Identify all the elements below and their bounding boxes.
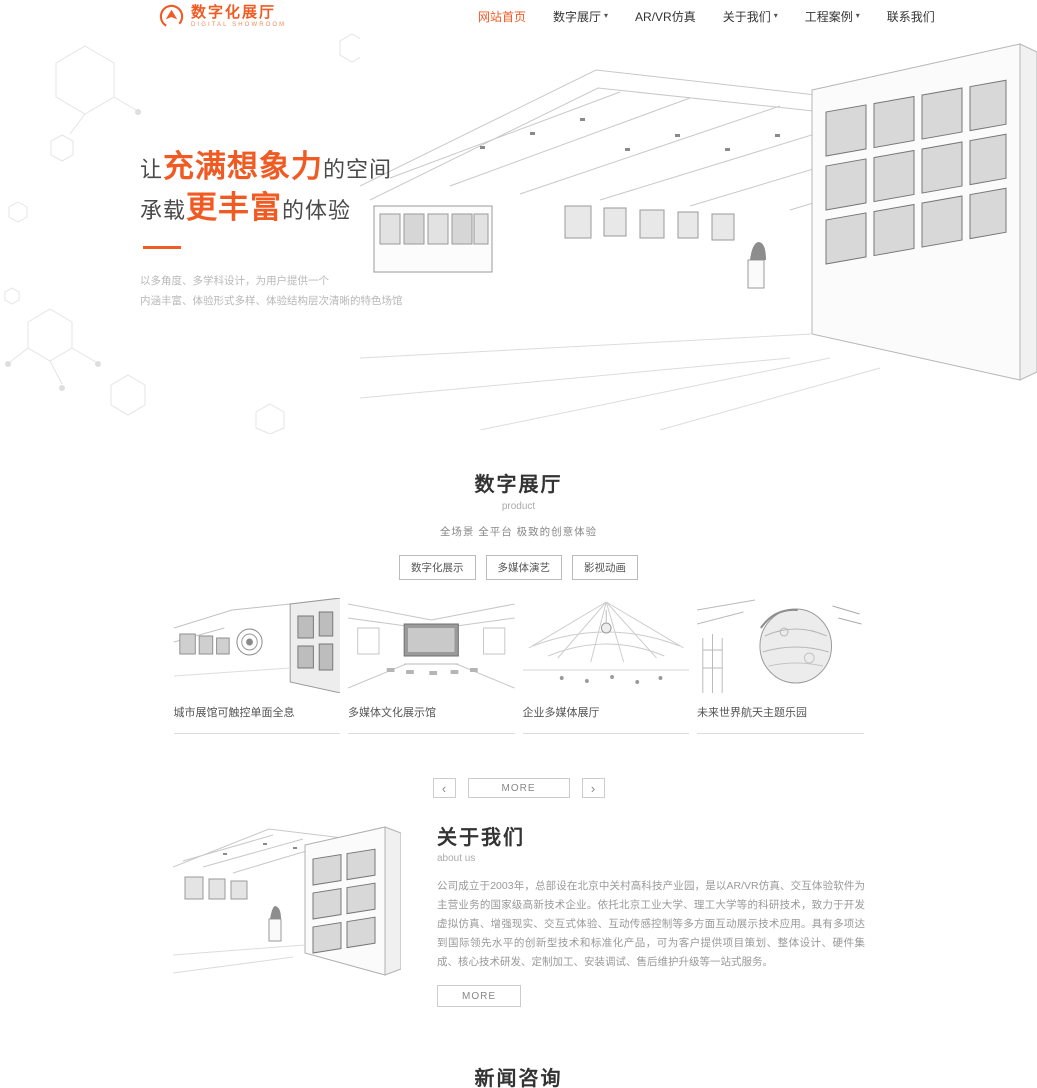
prev-arrow-icon[interactable]: ‹ xyxy=(432,778,456,798)
section-tagline: 全场景 全平台 极致的创意体验 xyxy=(439,526,598,538)
nav-label: 联系我们 xyxy=(886,9,935,24)
card-divider xyxy=(348,733,515,734)
nav-item-cases[interactable]: 工程案例 ▾ xyxy=(805,8,860,25)
logo-subtitle: DIGITAL SHOWROOM xyxy=(191,22,287,28)
next-arrow-icon[interactable]: › xyxy=(581,778,605,798)
nav-item-digital-hall[interactable]: 数字展厅 ▾ xyxy=(553,8,608,25)
hero-description: 以多角度、多学科设计，为用户提供一个 内涵丰富、体验形式多样、体验结构层次清晰的… xyxy=(140,275,403,307)
exhibit-card-caption: 城市展馆可触控单面全息 xyxy=(173,707,295,719)
nav-item-contact[interactable]: 联系我们 xyxy=(887,8,935,25)
hero-accent-dash xyxy=(143,246,181,249)
card-divider xyxy=(522,733,689,734)
nav-label: 关于我们 xyxy=(722,9,771,24)
filter-button-digital-display[interactable]: 数字化展示 xyxy=(399,555,476,580)
logo-text: 数字化展厅 DIGITAL SHOWROOM xyxy=(191,4,287,29)
logo-icon xyxy=(158,3,185,30)
hero-headline-1: 让充满想象力的空间 xyxy=(140,149,393,184)
chevron-down-icon: ▾ xyxy=(855,11,860,20)
exhibit-card[interactable]: 企业多媒体展厅 xyxy=(522,598,689,734)
hero-headline-2: 承载更丰富的体验 xyxy=(140,190,352,225)
exhibit-card[interactable]: 未来世界航天主题乐园 xyxy=(697,598,864,734)
section-title: 数字展厅 xyxy=(474,474,563,496)
chevron-down-icon: ▾ xyxy=(773,11,778,20)
exhibit-card-grid: 城市展馆可触控单面全息 xyxy=(173,598,864,734)
section-subtitle: product xyxy=(501,501,536,512)
header: 数字化展厅 DIGITAL SHOWROOM 网站首页 数字展厅 ▾ AR/VR… xyxy=(0,0,1037,34)
category-filters: 数字化展示 多媒体演艺 影视动画 xyxy=(0,555,1037,580)
exhibit-card[interactable]: 城市展馆可触控单面全息 xyxy=(173,598,340,734)
card-divider xyxy=(173,733,340,734)
hero-banner-image xyxy=(360,28,1037,430)
nav-item-arvr[interactable]: AR/VR仿真 xyxy=(635,8,696,25)
about-section: 关于我们 about us 公司成立于2003年，总部设在北京中关村高科技产业园… xyxy=(173,815,865,1007)
nav-item-about[interactable]: 关于我们 ▾ xyxy=(723,8,778,25)
hero-text: 让充满想象力的空间 承载更丰富的体验 以多角度、多学科设计，为用户提供一个 内涵… xyxy=(140,148,410,311)
nav-label: 工程案例 xyxy=(804,9,853,24)
nav-item-home[interactable]: 网站首页 xyxy=(478,8,526,25)
nav-label: AR/VR仿真 xyxy=(635,9,696,24)
exhibit-card-image xyxy=(697,598,864,693)
nav-label: 网站首页 xyxy=(478,9,527,24)
exhibit-card-image xyxy=(173,598,340,693)
exhibit-card-image xyxy=(348,598,515,693)
exhibit-card-caption: 多媒体文化展示馆 xyxy=(348,707,436,719)
filter-button-multimedia-performance[interactable]: 多媒体演艺 xyxy=(485,555,562,580)
logo[interactable]: 数字化展厅 DIGITAL SHOWROOM xyxy=(158,3,286,30)
card-divider xyxy=(697,733,864,734)
exhibit-card-caption: 未来世界航天主题乐园 xyxy=(697,707,807,719)
main-nav: 网站首页 数字展厅 ▾ AR/VR仿真 关于我们 ▾ 工程案例 ▾ 联系我们 xyxy=(478,0,935,32)
about-subtitle: about us xyxy=(437,853,476,864)
about-image xyxy=(173,815,401,985)
nav-label: 数字展厅 xyxy=(553,9,602,24)
exhibit-card-caption: 企业多媒体展厅 xyxy=(522,707,600,719)
digital-hall-section: 数字展厅 product 全场景 全平台 极致的创意体验 数字化展示 多媒体演艺… xyxy=(0,468,1037,798)
filter-button-film-animation[interactable]: 影视动画 xyxy=(572,555,638,580)
about-content: 关于我们 about us 公司成立于2003年，总部设在北京中关村高科技产业园… xyxy=(437,815,865,1007)
hero-section: 让充满想象力的空间 承载更丰富的体验 以多角度、多学科设计，为用户提供一个 内涵… xyxy=(0,0,1037,438)
about-more-button[interactable]: MORE xyxy=(437,985,521,1007)
logo-title: 数字化展厅 xyxy=(191,4,277,21)
exhibit-card[interactable]: 多媒体文化展示馆 xyxy=(348,598,515,734)
news-title: 新闻咨询 xyxy=(474,1068,563,1088)
exhibit-card-image xyxy=(522,598,689,693)
pagination: ‹ MORE › xyxy=(0,778,1037,798)
news-section: 新闻咨询 xyxy=(0,1062,1037,1088)
more-button[interactable]: MORE xyxy=(467,778,570,798)
chevron-down-icon: ▾ xyxy=(604,11,609,20)
about-body: 公司成立于2003年，总部设在北京中关村高科技产业园，是以AR/VR仿真、交互体… xyxy=(437,880,865,968)
about-title: 关于我们 xyxy=(437,827,525,849)
